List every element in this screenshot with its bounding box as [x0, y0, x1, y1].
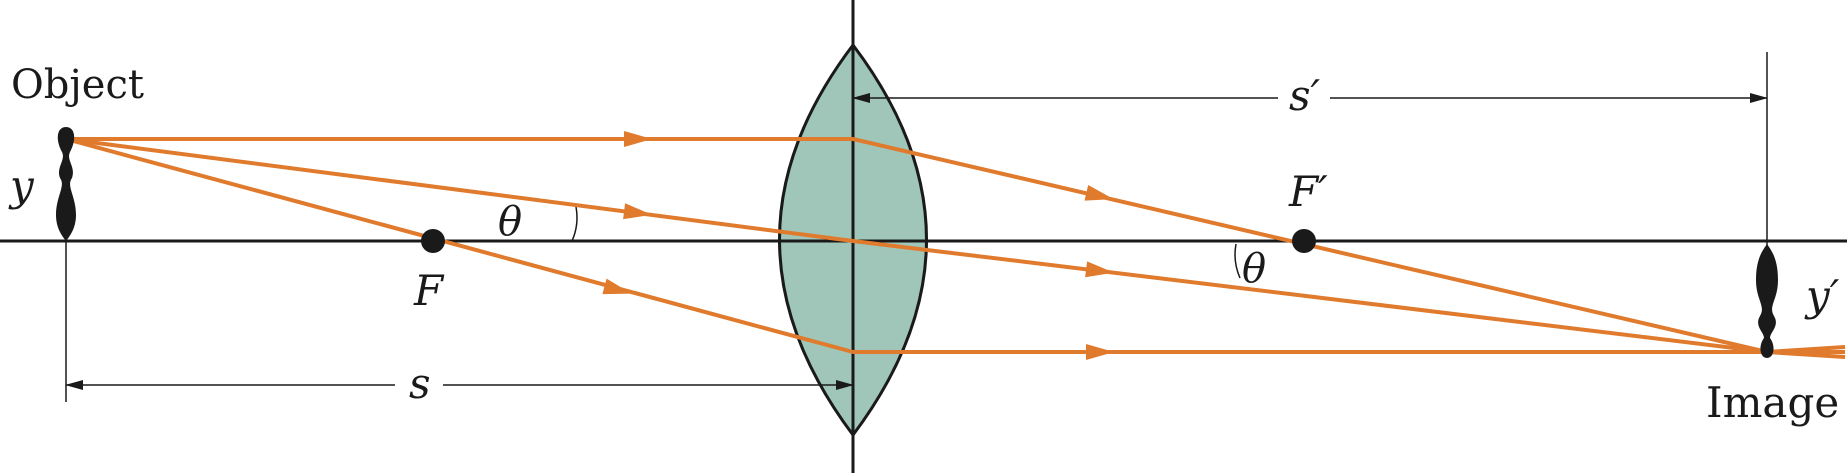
ray-tail-3 — [1766, 345, 1846, 354]
parallel-ray — [66, 137, 1768, 354]
focal-point-back — [1292, 229, 1316, 253]
back-focal-label: F′ — [1288, 167, 1328, 216]
ray-arrow — [1085, 261, 1114, 278]
object-label: Object — [11, 62, 144, 108]
theta-label-right: θ — [1242, 246, 1266, 292]
ray-arrow — [624, 131, 652, 147]
central-ray — [65, 137, 1768, 354]
theta-arc-left — [571, 206, 578, 242]
image-figure — [1756, 244, 1778, 358]
focal-point-front — [421, 229, 445, 253]
ray-arrows — [602, 131, 1114, 360]
front-focal-label: F — [413, 266, 445, 315]
ray-arrow — [1084, 185, 1114, 201]
ray-arrow — [623, 203, 652, 220]
theta-arc-right — [1234, 243, 1241, 279]
theta-label-left: θ — [498, 199, 522, 245]
rays — [65, 137, 1846, 359]
image-distance-label: s′ — [1289, 71, 1321, 120]
object-figure — [56, 127, 76, 241]
object-distance-label: s — [409, 359, 431, 408]
ray-arrow — [602, 278, 632, 295]
image-height-label: y′ — [1804, 271, 1840, 320]
focal-ray — [65, 137, 1767, 354]
image-label: Image — [1706, 378, 1839, 427]
ray-arrow — [1086, 344, 1114, 360]
object-height-label: y — [8, 161, 35, 210]
